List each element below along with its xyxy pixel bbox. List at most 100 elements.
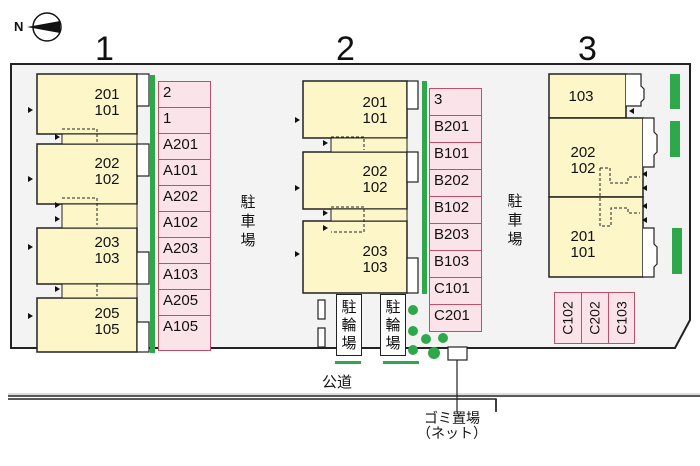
balcony xyxy=(136,251,150,285)
hedge xyxy=(422,81,427,294)
unit-label[interactable]: 201 101 xyxy=(82,87,132,119)
unit-number-lower: 105 xyxy=(94,321,120,338)
parking-stall[interactable]: A203 xyxy=(158,237,211,264)
unit-202-102 xyxy=(36,143,138,205)
compass-label: N xyxy=(14,19,24,34)
unit-202-102 xyxy=(548,117,644,198)
parking-stall[interactable]: A105 xyxy=(158,315,211,351)
hedge xyxy=(670,121,680,157)
unit-number-lower: 103 xyxy=(362,259,388,276)
stall-label: C202 xyxy=(587,301,603,335)
unit-201-101 xyxy=(548,196,644,278)
unit-number-upper: 103 xyxy=(568,88,594,105)
parking-stall[interactable]: 1 xyxy=(158,107,211,134)
entrance-arrow-icons xyxy=(28,107,60,319)
unit-label[interactable]: 201 101 xyxy=(350,95,400,127)
parking-stall[interactable]: A201 xyxy=(158,133,211,160)
parking-stall[interactable]: B103 xyxy=(429,250,482,278)
label-char: 車 xyxy=(507,211,523,229)
building-number-2: 2 xyxy=(336,30,355,68)
unit-203-103 xyxy=(302,220,408,294)
parking-stall[interactable]: B202 xyxy=(429,169,482,197)
balcony xyxy=(136,143,150,177)
label-char: 場 xyxy=(341,334,357,352)
unit-number-upper: 201 xyxy=(570,228,596,245)
parking-label-1: 駐 車 場 xyxy=(239,193,257,250)
bicycle-parking-2[interactable]: 駐 輪 場 xyxy=(380,294,406,356)
building-number-1: 1 xyxy=(95,30,114,68)
garbage-label-line2: （ネット） xyxy=(417,426,487,442)
balcony xyxy=(406,80,419,110)
parking-stall[interactable]: A101 xyxy=(158,159,211,186)
parking-stall[interactable]: C101 xyxy=(429,277,482,305)
unit-number-lower: 101 xyxy=(570,244,596,261)
road-edge-bottom xyxy=(8,398,497,412)
balcony xyxy=(136,73,150,107)
bike-stand xyxy=(317,299,326,320)
unit-number-upper: 202 xyxy=(570,144,596,161)
label-char: 駐 xyxy=(385,298,401,316)
parking-stall[interactable]: 2 xyxy=(158,81,211,108)
building-1 xyxy=(28,73,155,353)
road-label: 公道 xyxy=(322,373,353,391)
unit-label[interactable]: 202 102 xyxy=(350,164,400,196)
label-char: 輪 xyxy=(341,316,357,334)
unit-number-lower: 102 xyxy=(94,171,120,188)
label-char: 駐 xyxy=(507,192,523,210)
hedge xyxy=(150,75,155,353)
entrance-arrow-icons xyxy=(295,117,328,257)
parking-stall[interactable]: A202 xyxy=(158,185,211,212)
unit-number-lower: 101 xyxy=(94,102,120,119)
parking-stall[interactable]: 3 xyxy=(429,88,482,116)
garbage-area xyxy=(447,346,468,361)
balcony xyxy=(406,151,419,183)
hedge xyxy=(383,361,419,364)
stall-label: C103 xyxy=(613,301,630,335)
parking-stall[interactable]: C102 xyxy=(554,292,582,344)
unit-label[interactable]: 203 103 xyxy=(350,244,400,276)
parking-stall[interactable]: B102 xyxy=(429,196,482,224)
unit-number-lower: 103 xyxy=(94,250,120,267)
north-arrow-icon xyxy=(27,12,62,42)
unit-number-upper: 205 xyxy=(94,305,120,322)
unit-number-lower: 102 xyxy=(362,179,388,196)
label-char: 場 xyxy=(507,230,523,248)
unit-number-upper: 201 xyxy=(94,86,120,103)
unit-label[interactable]: 202 102 xyxy=(82,156,132,188)
label-char: 車 xyxy=(240,212,256,230)
label-char: 駐 xyxy=(341,298,357,316)
unit-number-upper: 203 xyxy=(94,234,120,251)
hedge xyxy=(672,228,682,274)
bike-stand xyxy=(317,327,326,348)
entrance-arrow-icons xyxy=(629,108,647,223)
parking-stall[interactable]: B101 xyxy=(429,142,482,170)
unit-number-upper: 201 xyxy=(362,94,388,111)
building-number-3: 3 xyxy=(578,30,597,68)
unit-label[interactable]: 103 xyxy=(556,89,606,105)
unit-label[interactable]: 201 101 xyxy=(558,229,608,261)
parking-stall[interactable]: B201 xyxy=(429,115,482,143)
balcony xyxy=(136,321,150,353)
unit-label[interactable]: 205 105 xyxy=(82,306,132,338)
building-2 xyxy=(295,80,468,412)
parking-stall[interactable]: C202 xyxy=(581,292,609,344)
unit-number-upper: 203 xyxy=(362,243,388,260)
bicycle-parking-1[interactable]: 駐 輪 場 xyxy=(336,294,362,356)
label-char: 場 xyxy=(240,231,256,249)
hedge xyxy=(670,74,680,109)
parking-stall[interactable]: B203 xyxy=(429,223,482,251)
unit-number-lower: 101 xyxy=(362,110,388,127)
parking-stall[interactable]: C201 xyxy=(429,304,482,332)
tree-icons xyxy=(408,305,448,359)
parking-stall[interactable]: A205 xyxy=(158,289,211,316)
garbage-area-label: ゴミ置場 （ネット） xyxy=(412,412,492,442)
unit-label[interactable]: 202 102 xyxy=(558,145,608,177)
parking-stall[interactable]: A102 xyxy=(158,211,211,238)
unit-label[interactable]: 203 103 xyxy=(82,235,132,267)
parking-stall[interactable]: C103 xyxy=(608,292,635,344)
parking-stall[interactable]: A103 xyxy=(158,263,211,290)
stall-label: C102 xyxy=(560,301,576,335)
balcony xyxy=(406,257,419,294)
garbage-label-line1: ゴミ置場 xyxy=(424,411,480,427)
parking-label-2: 駐 車 場 xyxy=(506,192,524,249)
